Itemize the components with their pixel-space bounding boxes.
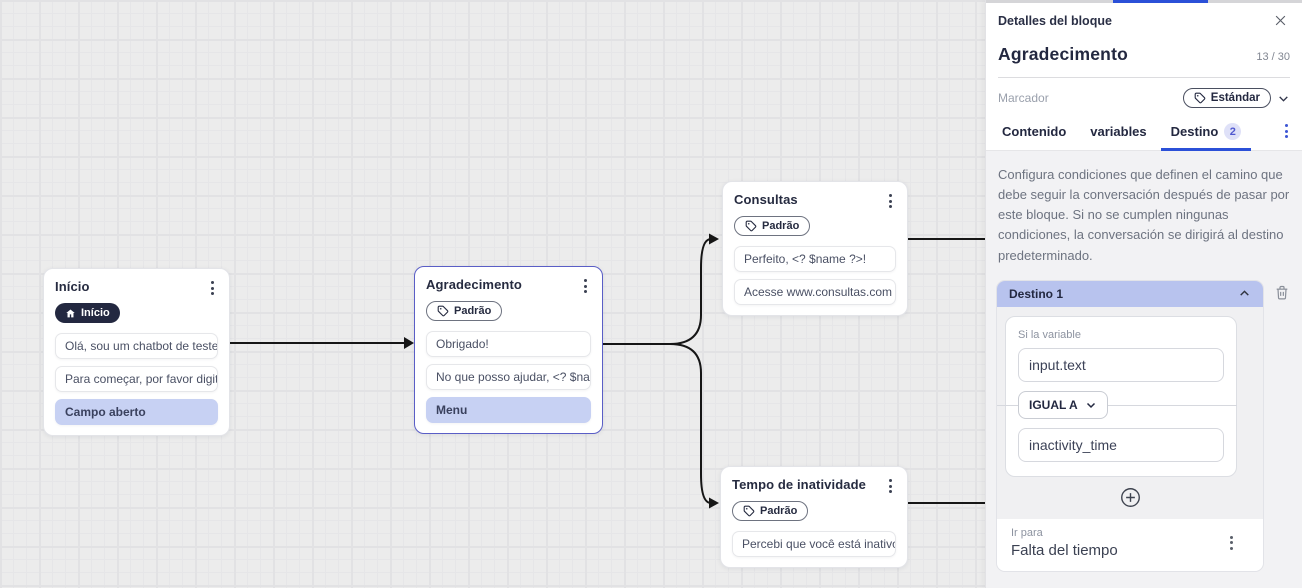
message-row[interactable]: Obrigado! (426, 331, 591, 357)
tab-destino-label: Destino (1170, 124, 1219, 139)
message-row[interactable]: Para começar, por favor digite o ... (55, 365, 218, 392)
node-title: Consultas (734, 192, 798, 207)
marker-chip-label: Estándar (1210, 92, 1260, 104)
destination-tab-content: Configura condiciones que definen el cam… (986, 151, 1302, 588)
menu-row[interactable]: Menu (426, 397, 591, 423)
plus-circle-icon (1120, 487, 1140, 507)
marker-field-label: Marcador (998, 91, 1049, 105)
arrowhead (404, 337, 414, 349)
operator-label: IGUAL A (1029, 397, 1078, 412)
open-field-row[interactable]: Campo aberto (55, 398, 218, 425)
goto-label: Ir para (1011, 526, 1043, 539)
message-row[interactable]: Acesse www.consultas.com par... (734, 279, 896, 305)
marker-label: Padrão (762, 220, 800, 232)
tab-variables[interactable]: variables (1090, 124, 1147, 139)
padrao-marker-badge: Padrão (734, 216, 811, 236)
tag-icon (1194, 92, 1206, 104)
tag-icon (743, 505, 755, 517)
edge-agradecimento-consultas (602, 238, 712, 345)
chevron-down-icon (1086, 402, 1095, 408)
add-condition-button[interactable] (1120, 487, 1141, 508)
condition-card: Si la variable IGUAL A (997, 315, 1237, 477)
tab-destino[interactable]: Destino 2 (1159, 114, 1254, 151)
destination-1-card: Destino 1 Si la variable IGUAL A (996, 279, 1264, 572)
close-icon[interactable] (1271, 11, 1290, 30)
edge-agradecimento-tempo (602, 343, 712, 504)
node-tempo-inatividade[interactable]: Tempo de inatividade Padrão Percebi que … (720, 466, 908, 568)
destination-count-badge: 2 (1224, 123, 1242, 140)
node-agradecimento[interactable]: Agradecimento Padrão Obrigado! No que po… (414, 266, 603, 434)
marker-label: Padrão (454, 305, 492, 317)
panel-title: Detalles del bloque (998, 13, 1112, 28)
marker-label: Padrão (760, 505, 798, 517)
chevron-up-icon[interactable] (1238, 287, 1251, 300)
chevron-down-icon[interactable] (1277, 92, 1290, 105)
tag-icon (437, 305, 449, 317)
operator-select[interactable]: IGUAL A (1018, 390, 1108, 419)
home-icon (66, 308, 75, 317)
marker-label: Início (81, 307, 110, 319)
destination-1-header[interactable]: Destino 1 (997, 280, 1263, 307)
kebab-menu-icon[interactable] (1226, 534, 1237, 552)
kebab-menu-icon[interactable] (207, 279, 218, 297)
destination-description: Configura condiciones que definen el cam… (998, 167, 1290, 263)
node-consultas[interactable]: Consultas Padrão Perfeito, <? $name ?>! … (722, 181, 908, 316)
inicio-marker-badge: Início (55, 303, 120, 323)
padrao-marker-badge: Padrão (426, 301, 503, 321)
node-title: Início (55, 279, 90, 294)
block-details-panel: Detalles del bloque Agradecimento 13 / 3… (985, 0, 1302, 588)
kebab-menu-icon[interactable] (1281, 122, 1292, 140)
node-title: Agradecimento (426, 277, 522, 292)
marker-chip[interactable]: Estándar (1182, 88, 1271, 108)
arrowhead (709, 233, 719, 245)
message-row[interactable]: Percebi que você está inativo. C... (732, 531, 896, 557)
trash-icon[interactable] (1274, 284, 1290, 306)
destination-1-title: Destino 1 (1009, 286, 1064, 301)
divider (998, 77, 1290, 78)
kebab-menu-icon[interactable] (580, 277, 591, 295)
char-counter: 13 / 30 (1256, 51, 1290, 63)
arrowhead (709, 497, 719, 509)
node-inicio[interactable]: Início Início Olá, sou um chatbot de tes… (43, 268, 230, 436)
panel-tabs: Contenido variables Destino 2 (986, 114, 1302, 151)
message-row[interactable]: Olá, sou um chatbot de teste! (55, 332, 218, 359)
kebab-menu-icon[interactable] (885, 192, 896, 210)
tab-contenido[interactable]: Contenido (1002, 124, 1067, 139)
tag-icon (745, 220, 757, 232)
compare-value-input[interactable] (1018, 427, 1224, 462)
goto-value: Falta del tiempo (1011, 541, 1118, 559)
active-strip-segment (1113, 0, 1208, 3)
node-title: Tempo de inatividade (732, 477, 866, 492)
top-tab-strip (986, 0, 1302, 3)
condition-label: Si la variable (1018, 328, 1081, 341)
variable-input[interactable] (1018, 347, 1224, 382)
message-row[interactable]: No que posso ajudar, <? $name ... (426, 364, 591, 390)
padrao-marker-badge: Padrão (732, 501, 809, 521)
block-name: Agradecimento (998, 44, 1128, 64)
message-row[interactable]: Perfeito, <? $name ?>! (734, 246, 896, 272)
goto-section[interactable]: Ir para Falta del tiempo (997, 518, 1263, 571)
kebab-menu-icon[interactable] (885, 477, 896, 495)
